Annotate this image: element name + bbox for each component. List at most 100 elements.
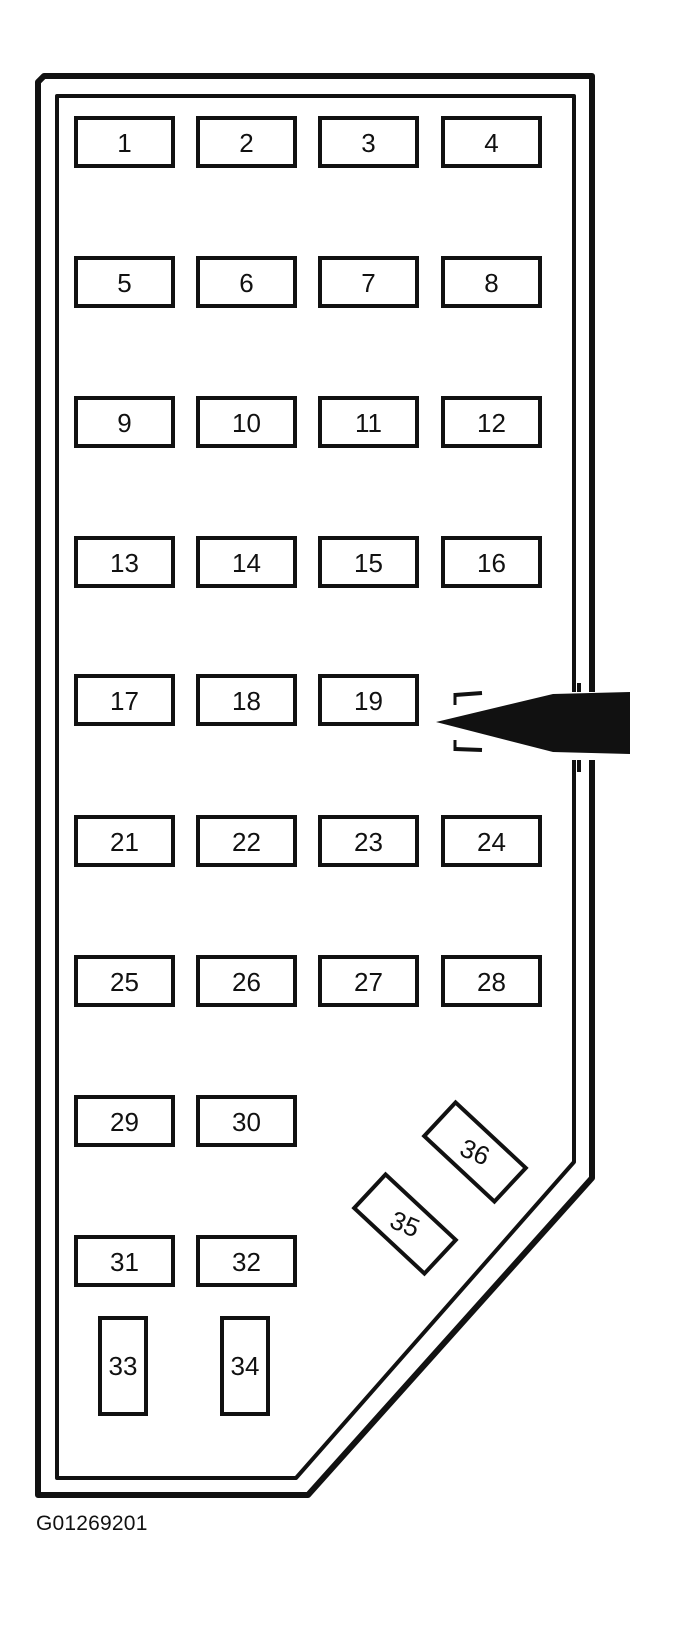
fuse-label: 23 xyxy=(354,827,383,857)
fuse-label: 5 xyxy=(117,268,131,298)
fuse-33: 33 xyxy=(98,1316,148,1416)
fuse-26: 26 xyxy=(196,955,297,1007)
fuse-label: 33 xyxy=(109,1351,138,1381)
fuse-slot xyxy=(74,536,175,588)
fuse-slot xyxy=(196,396,297,448)
fuse-slot xyxy=(318,116,419,168)
fuse-27: 27 xyxy=(318,955,419,1007)
fuse-slot xyxy=(421,1099,529,1205)
fuse-8: 8 xyxy=(441,256,542,308)
fuse-slot xyxy=(318,955,419,1007)
fuse-slot xyxy=(220,1316,270,1416)
fuse-23: 23 xyxy=(318,815,419,867)
fuse-slot xyxy=(98,1316,148,1416)
fuse-slot xyxy=(441,116,542,168)
fuse-label: 22 xyxy=(232,827,261,857)
fuse-label: 16 xyxy=(477,548,506,578)
fuse-label: 3 xyxy=(361,128,375,158)
fuse-22: 22 xyxy=(196,815,297,867)
fuse-slot xyxy=(318,396,419,448)
fuse-16: 16 xyxy=(441,536,542,588)
fuse-slot xyxy=(318,674,419,726)
fuse-slot xyxy=(441,815,542,867)
fuse-3: 3 xyxy=(318,116,419,168)
fuse-28: 28 xyxy=(441,955,542,1007)
fuse-label: 4 xyxy=(484,128,498,158)
fuse-slot xyxy=(441,256,542,308)
fuse-9: 9 xyxy=(74,396,175,448)
fuse-24: 24 xyxy=(441,815,542,867)
fuse-7: 7 xyxy=(318,256,419,308)
fuse-slot xyxy=(441,955,542,1007)
fuse-10: 10 xyxy=(196,396,297,448)
fuse-panel-outer-outline xyxy=(35,73,595,1498)
fuse-label: 32 xyxy=(232,1247,261,1277)
fuse-slot xyxy=(74,1235,175,1287)
fuse-slot xyxy=(74,1095,175,1147)
fuse-slot xyxy=(74,815,175,867)
fuse-slot xyxy=(74,116,175,168)
fuse-slot xyxy=(441,536,542,588)
fuse-label: 19 xyxy=(354,686,383,716)
fuse-4: 4 xyxy=(441,116,542,168)
fuse-19: 19 xyxy=(318,674,419,726)
fuse-label: 8 xyxy=(484,268,498,298)
fuse-label: 14 xyxy=(232,548,261,578)
fuse-label: 15 xyxy=(354,548,383,578)
fuse-slot xyxy=(318,815,419,867)
fuse-label: 18 xyxy=(232,686,261,716)
fuse-label: 28 xyxy=(477,967,506,997)
fuse-14: 14 xyxy=(196,536,297,588)
fuse-slot xyxy=(196,674,297,726)
fuse-label: 27 xyxy=(354,967,383,997)
fuse-label: 1 xyxy=(117,128,131,158)
fuse-36: 36 xyxy=(421,1099,529,1205)
fuse-slot xyxy=(351,1171,459,1277)
arrow-left-icon xyxy=(436,691,630,754)
fuse-slot xyxy=(74,396,175,448)
fuse-11: 11 xyxy=(318,396,419,448)
fuse-label: 2 xyxy=(239,128,253,158)
fuse-slot xyxy=(74,256,175,308)
fuse-slot xyxy=(196,116,297,168)
fuse-label: 17 xyxy=(110,686,139,716)
fuse-18: 18 xyxy=(196,674,297,726)
fuse-30: 30 xyxy=(196,1095,297,1147)
fuse-slot xyxy=(196,536,297,588)
fuse-21: 21 xyxy=(74,815,175,867)
fuse-slot xyxy=(196,256,297,308)
fuse-label: 12 xyxy=(477,408,506,438)
fuse-13: 13 xyxy=(74,536,175,588)
fuse-17: 17 xyxy=(74,674,175,726)
fuse-label: 29 xyxy=(110,1107,139,1137)
fuse-25: 25 xyxy=(74,955,175,1007)
fuse-slot xyxy=(318,256,419,308)
fuse-label: 26 xyxy=(232,967,261,997)
fuse-1: 1 xyxy=(74,116,175,168)
fuse-29: 29 xyxy=(74,1095,175,1147)
fuse-35: 35 xyxy=(351,1171,459,1277)
fuse-label: 25 xyxy=(110,967,139,997)
fuse-label: 10 xyxy=(232,408,261,438)
fuse-label: 21 xyxy=(110,827,139,857)
fuse-2: 2 xyxy=(196,116,297,168)
fuse-label: 9 xyxy=(117,408,131,438)
fuse-5: 5 xyxy=(74,256,175,308)
fuse-34: 34 xyxy=(220,1316,270,1416)
fuse-15: 15 xyxy=(318,536,419,588)
fuse-slot xyxy=(74,674,175,726)
fuse-label: 11 xyxy=(355,408,382,438)
fuse-12: 12 xyxy=(441,396,542,448)
fuse-slot xyxy=(196,955,297,1007)
fuse-label: 7 xyxy=(361,268,375,298)
fuse-label: 31 xyxy=(110,1247,139,1277)
fuse-label: 34 xyxy=(231,1351,260,1381)
fuse-slot xyxy=(74,955,175,1007)
fuse-31: 31 xyxy=(74,1235,175,1287)
fuse-label: 6 xyxy=(239,268,253,298)
fuse-label: 24 xyxy=(477,827,506,857)
fuse-label: 13 xyxy=(110,548,139,578)
figure-id-caption: G01269201 xyxy=(36,1512,148,1535)
